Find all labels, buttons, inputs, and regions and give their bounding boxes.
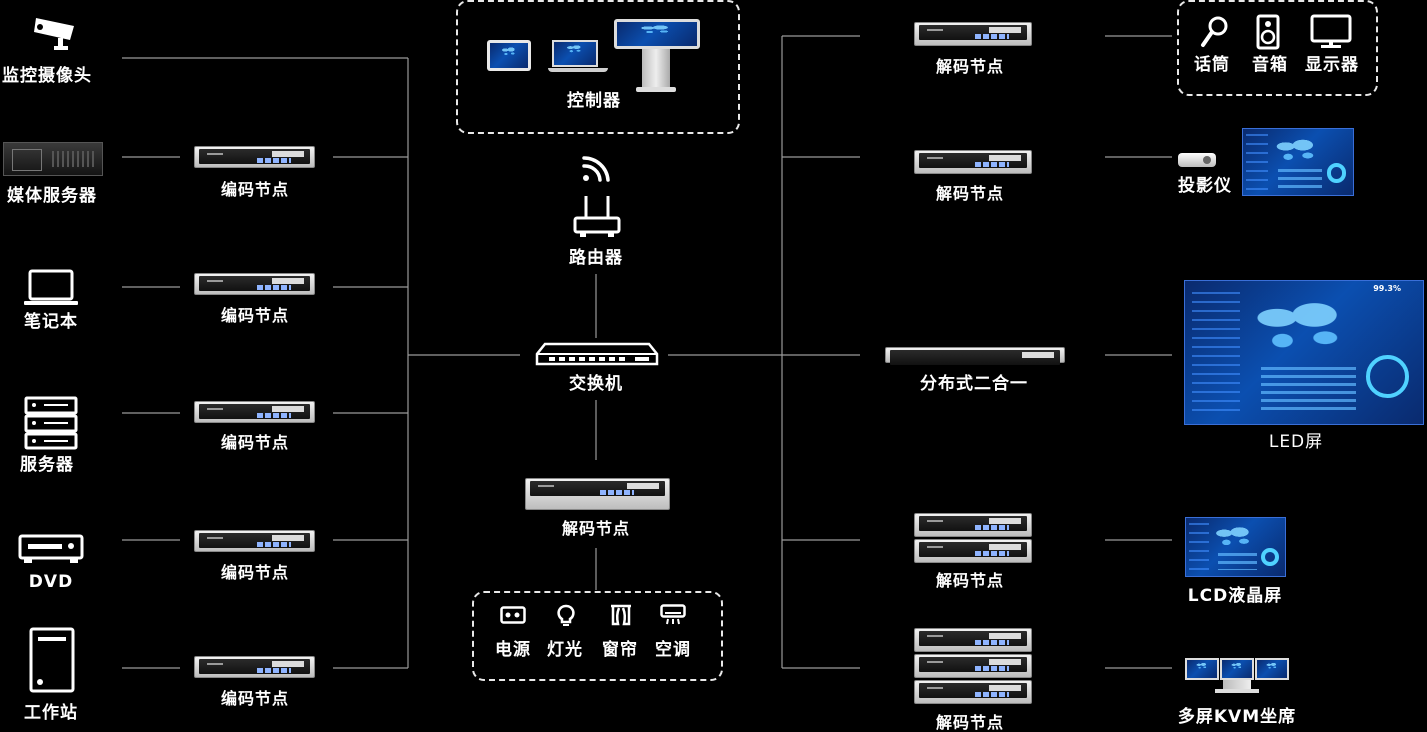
env-label-curtain: 窗帘 [602, 640, 638, 660]
decoder-device-5a [914, 628, 1032, 652]
output-label-monitor: 显示器 [1305, 55, 1359, 75]
encoder-label-2: 编码节点 [220, 306, 290, 325]
microphone-icon [1201, 16, 1228, 47]
encoder-device-4 [194, 530, 315, 552]
projector-screen [1242, 128, 1354, 196]
distributed-combo-device [885, 347, 1065, 365]
decoder-device-4a [914, 513, 1032, 537]
decoder-device-4b [914, 539, 1032, 563]
air-conditioner-icon [660, 604, 686, 625]
source-label-server: 服务器 [20, 455, 74, 475]
source-label-dvd: DVD [28, 572, 74, 592]
media-server-icon [3, 142, 103, 176]
controller-group [456, 0, 740, 134]
controller-laptop-icon [548, 40, 610, 74]
output-label-projector: 投影仪 [1178, 176, 1232, 196]
output-label-speaker: 音箱 [1252, 55, 1288, 75]
source-label-media-server: 媒体服务器 [7, 186, 97, 206]
center-decoder-label: 解码节点 [561, 519, 631, 538]
center-decoder-device [525, 478, 670, 510]
light-icon [557, 604, 575, 626]
encoder-device-5 [194, 656, 315, 678]
encoder-label-3: 编码节点 [220, 433, 290, 452]
projector-icon [1178, 153, 1216, 167]
router-label: 路由器 [569, 248, 623, 268]
laptop-icon [24, 269, 78, 305]
dvd-icon [18, 534, 84, 563]
encoder-label-5: 编码节点 [220, 689, 290, 708]
camera-icon [34, 18, 74, 50]
source-label-workstation: 工作站 [24, 703, 78, 723]
source-label-laptop: 笔记本 [24, 312, 78, 332]
monitor-icon [1310, 14, 1352, 48]
output-label-lcd: LCD液晶屏 [1187, 586, 1283, 606]
encoder-device-3 [194, 401, 315, 423]
switch-icon [535, 342, 659, 366]
decoder-label-2: 解码节点 [935, 184, 1005, 203]
tablet-icon [487, 40, 531, 71]
decoder-device-2 [914, 150, 1032, 174]
kvm-console-icon [1185, 658, 1289, 694]
decoder-label-5: 解码节点 [935, 713, 1005, 732]
led-metric: 99.3% [1373, 284, 1401, 293]
decoder-device-5b [914, 654, 1032, 678]
speaker-icon [1256, 14, 1280, 50]
env-label-ac: 空调 [655, 640, 691, 660]
led-screen: 99.3% [1184, 280, 1424, 425]
lcd-screen [1185, 517, 1286, 577]
output-label-microphone: 话筒 [1194, 55, 1230, 75]
decoder-label-4: 解码节点 [935, 571, 1005, 590]
env-label-light: 灯光 [547, 640, 583, 660]
decoder-device-5c [914, 680, 1032, 704]
router-icon [573, 196, 621, 237]
controller-label: 控制器 [567, 91, 621, 111]
curtain-icon [611, 604, 631, 626]
audio-display-group [1177, 0, 1378, 96]
workstation-icon [29, 627, 75, 693]
wifi-icon [582, 156, 610, 182]
encoder-label-1: 编码节点 [220, 180, 290, 199]
server-icon [24, 396, 78, 450]
encoder-device-2 [194, 273, 315, 295]
encoder-device-1 [194, 146, 315, 168]
power-icon [500, 606, 526, 624]
distributed-combo-label: 分布式二合一 [920, 374, 1028, 394]
decoder-device-1 [914, 22, 1032, 46]
source-label-camera: 监控摄像头 [2, 66, 92, 86]
environment-group [472, 591, 723, 681]
env-label-power: 电源 [495, 640, 531, 660]
switch-label: 交换机 [569, 374, 623, 394]
output-label-kvm: 多屏KVM坐席 [1177, 707, 1297, 727]
output-label-led: LED屏 [1268, 432, 1324, 452]
decoder-label-1: 解码节点 [935, 57, 1005, 76]
kiosk-icon [614, 19, 700, 93]
encoder-label-4: 编码节点 [220, 563, 290, 582]
